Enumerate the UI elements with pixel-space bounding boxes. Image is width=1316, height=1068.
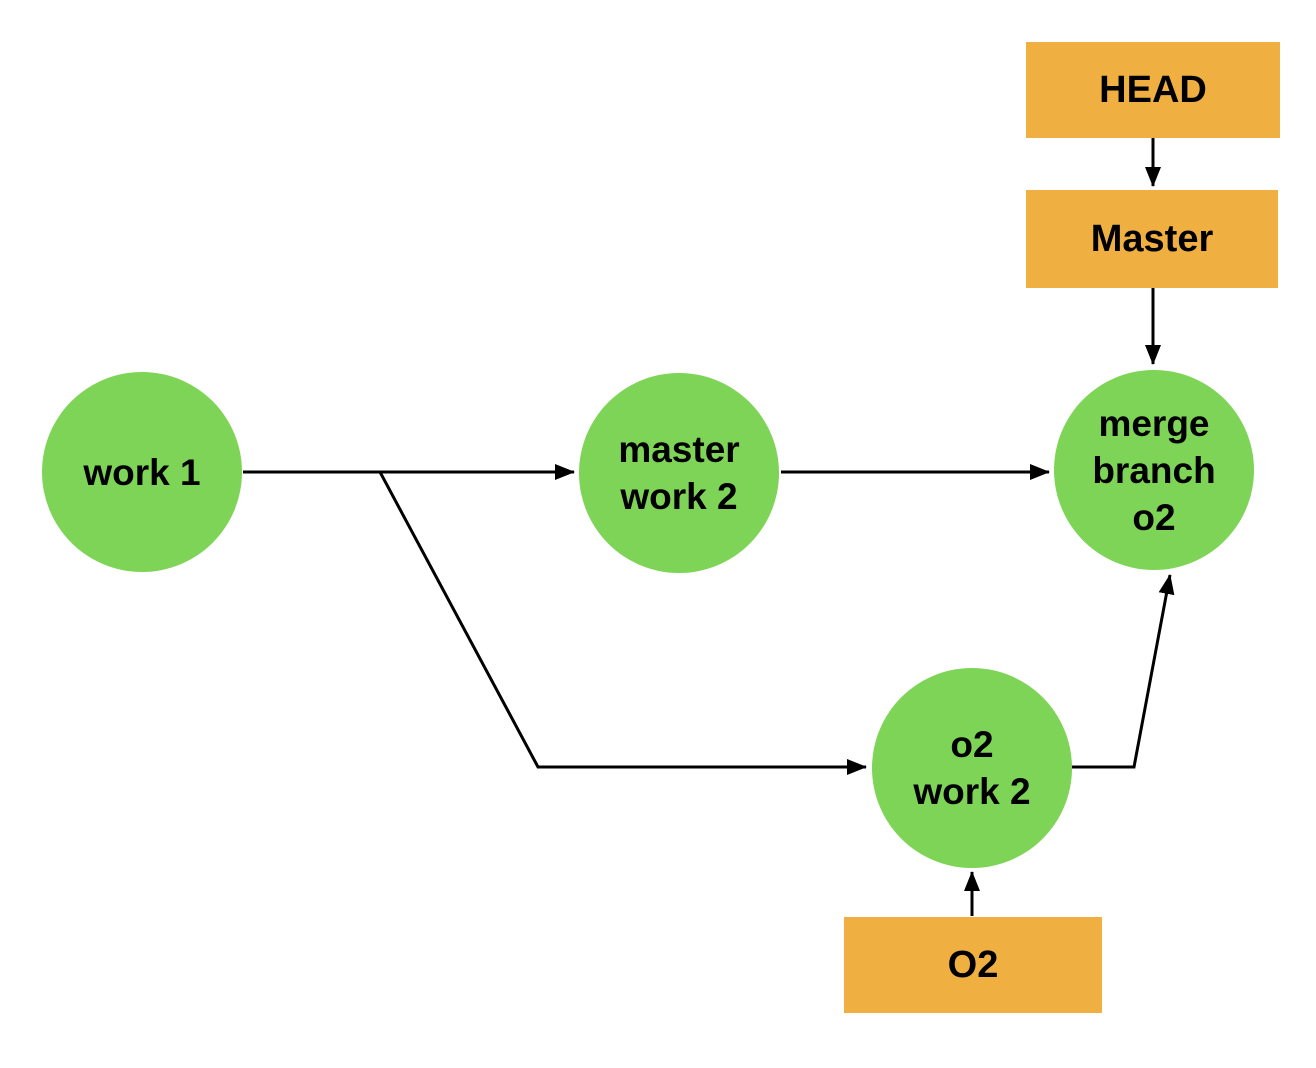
node-commit-work1-label: work 1 (83, 451, 201, 493)
ref-box-master-label: Master (1090, 217, 1214, 260)
node-commit-merge-branch-o2: merge branch o2 (1054, 370, 1254, 570)
node-commit-merge-branch-o2-label: merge branch o2 (1092, 402, 1216, 538)
node-commit-work1: work 1 (42, 372, 242, 572)
ref-box-o2-label: O2 (947, 943, 999, 986)
ref-box-o2: O2 (844, 917, 1102, 1013)
node-commit-o2-work2: o2 work 2 (872, 668, 1072, 868)
ref-box-master: Master (1026, 190, 1278, 288)
edge-work1-to-o2-work2 (378, 471, 867, 775)
node-commit-master-work2-label: master work 2 (618, 429, 740, 517)
ref-box-head-label: HEAD (1099, 68, 1207, 111)
edge-o2-work2-to-merge-branch-o2 (1072, 574, 1175, 769)
ref-box-head: HEAD (1026, 42, 1280, 138)
node-commit-o2-work2-label: o2 work 2 (913, 724, 1031, 812)
node-commit-master-work2: master work 2 (579, 373, 779, 573)
